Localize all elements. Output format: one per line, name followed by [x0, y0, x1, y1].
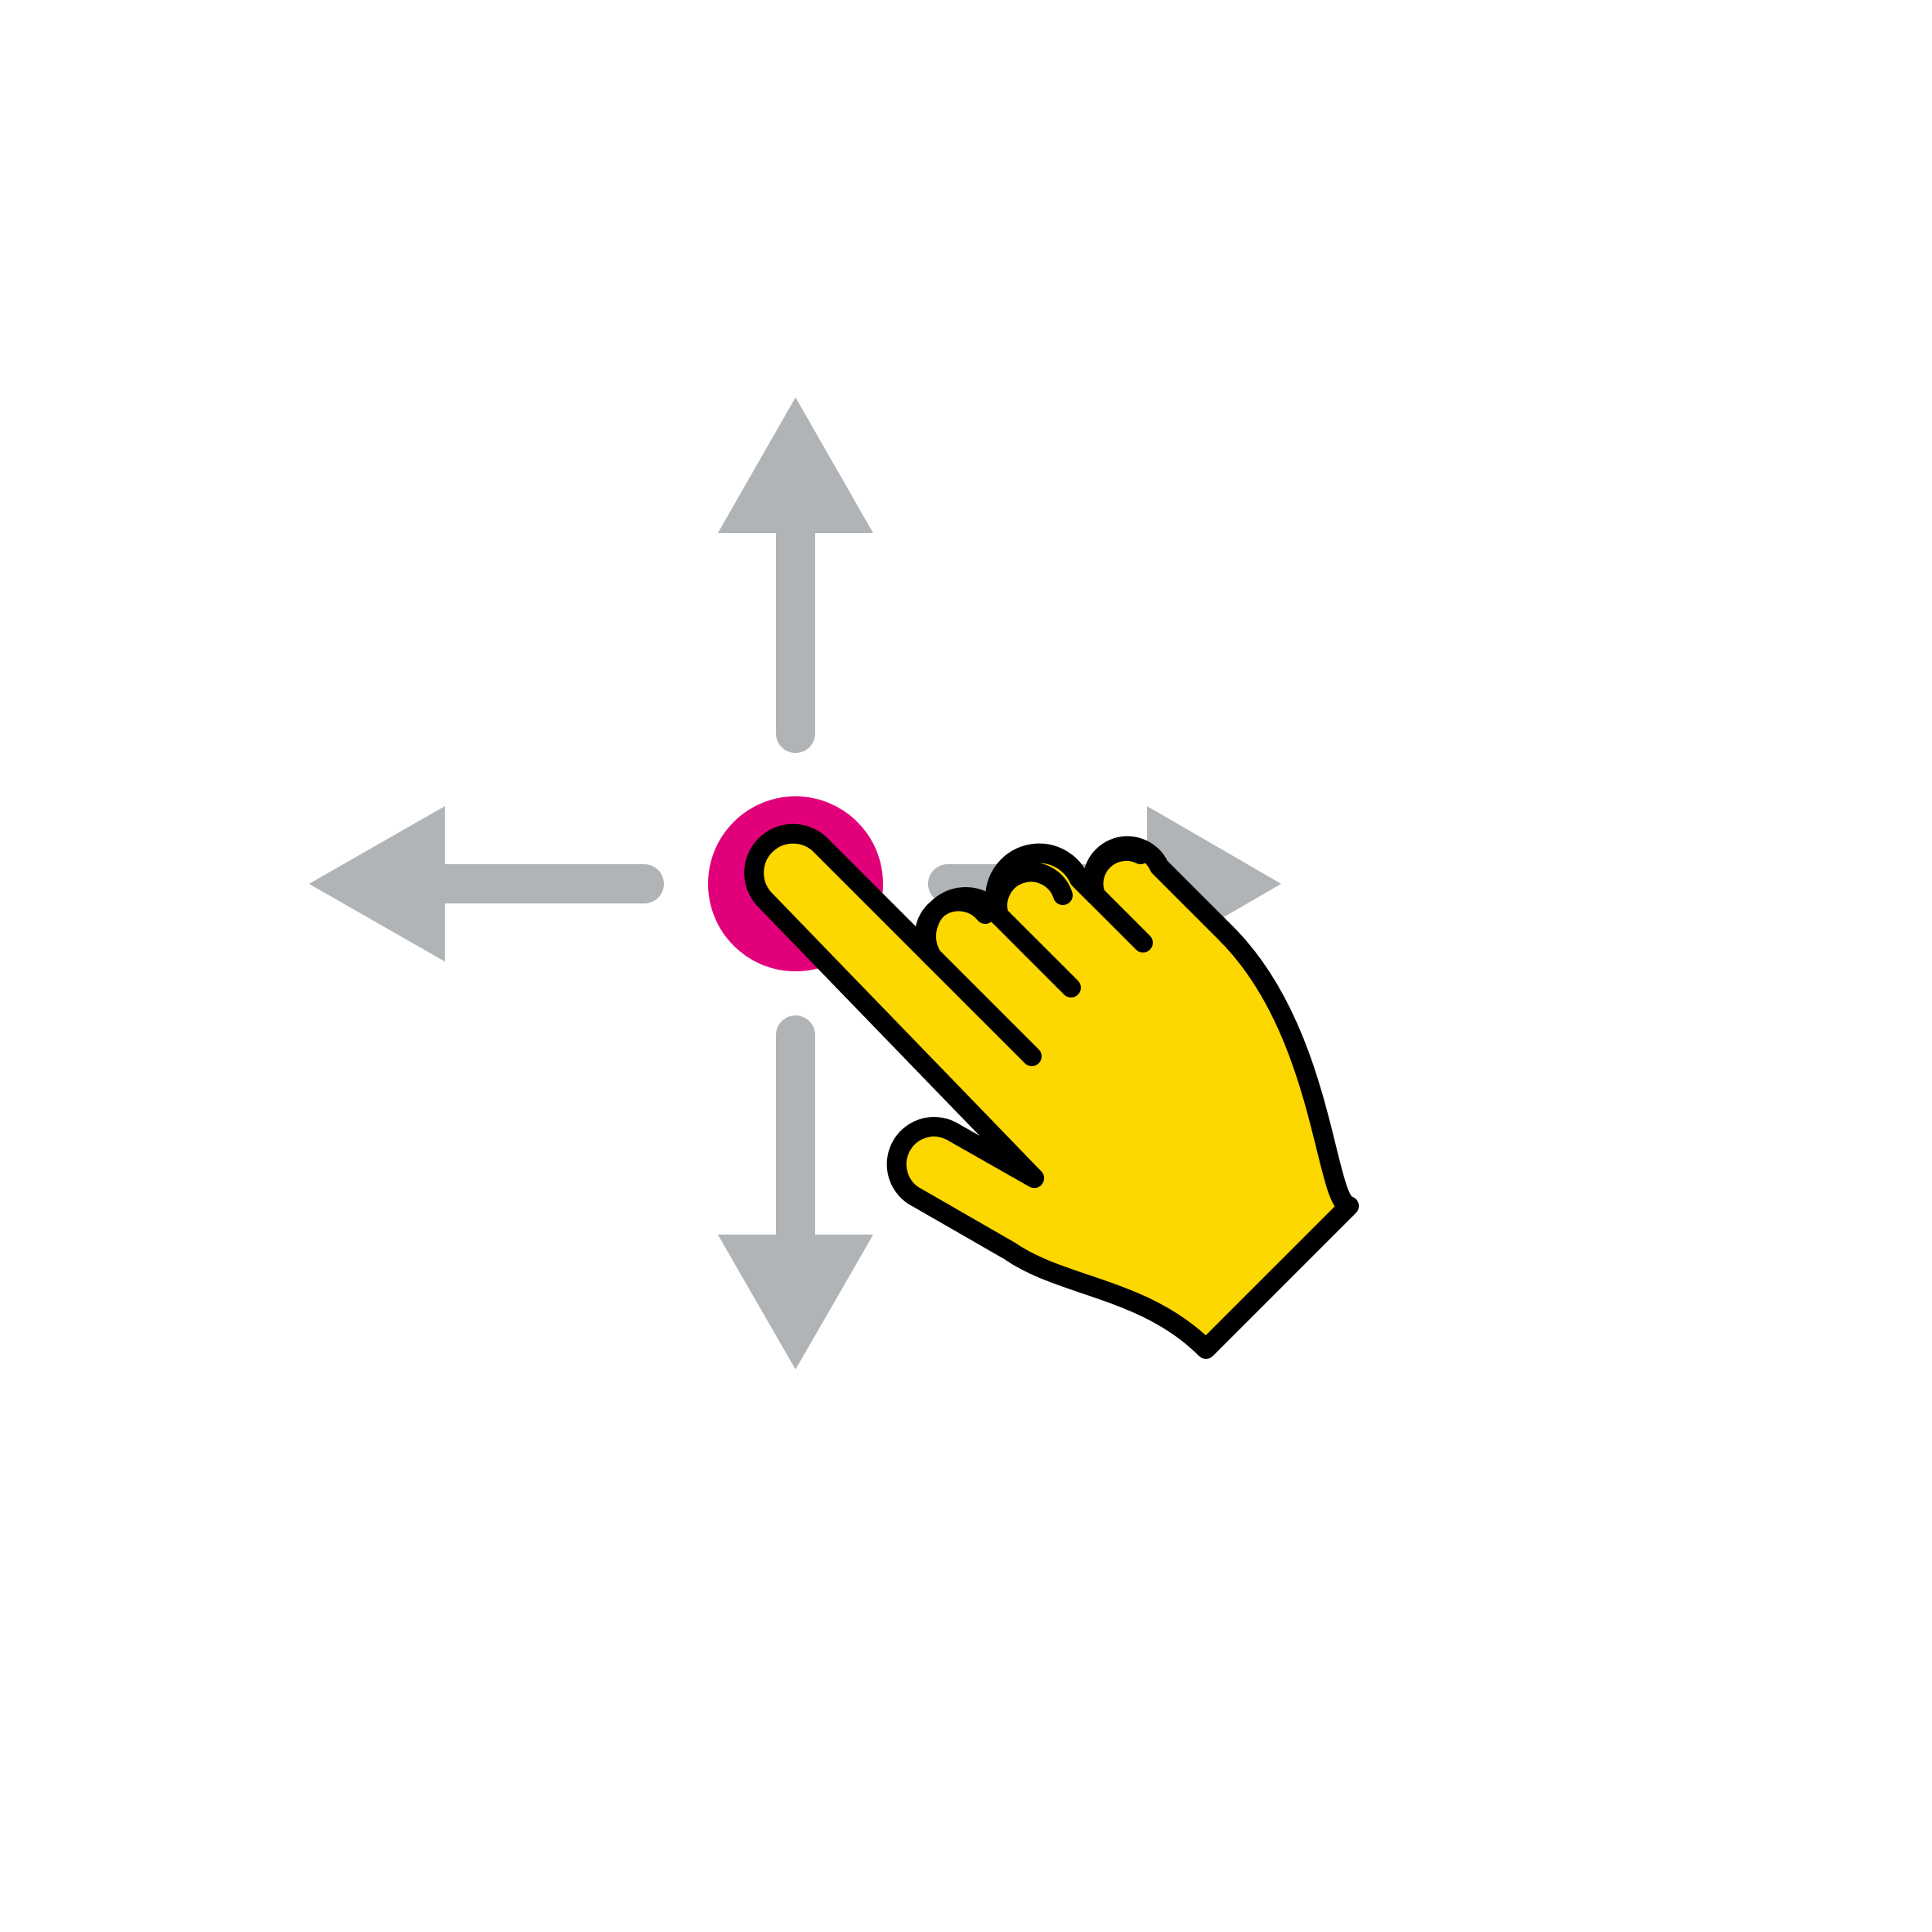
arrow-left-icon: [309, 806, 664, 962]
arrow-down-icon: [718, 1015, 873, 1369]
arrow-up-icon: [718, 397, 873, 753]
hand-pointer-icon: [744, 823, 1359, 1359]
